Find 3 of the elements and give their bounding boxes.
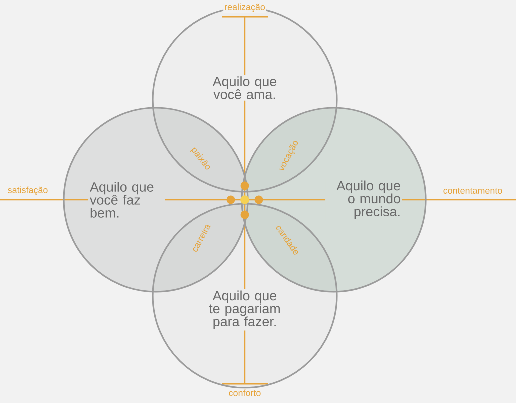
axis-label: conforto [228, 388, 262, 398]
axis-label: realização [224, 2, 266, 14]
axis-label: contentamento [442, 187, 504, 195]
